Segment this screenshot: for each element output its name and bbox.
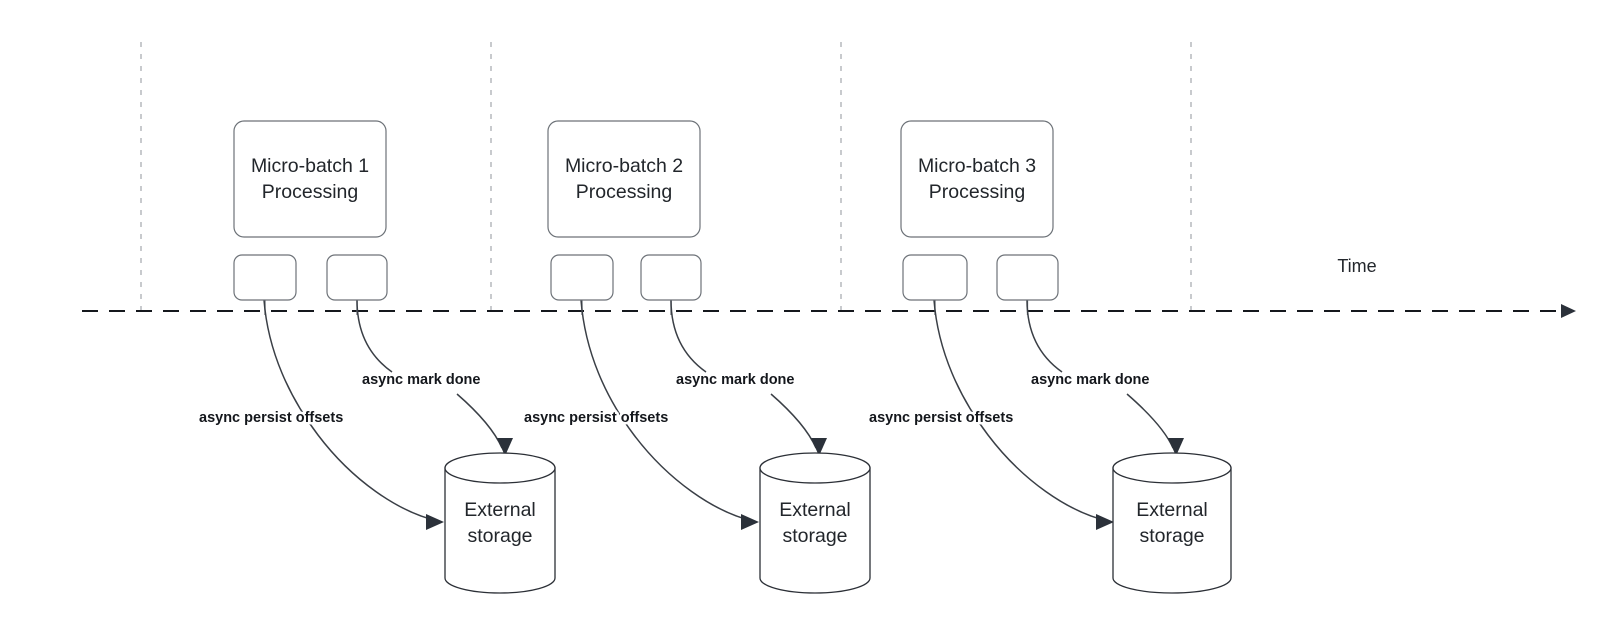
micro-batch-1-box[interactable] <box>233 120 387 238</box>
edge-mark-done-2-path2 <box>770 393 817 449</box>
edge-persist-offsets-3-label: async persist offsets <box>869 410 1013 426</box>
edge-persist-offsets-1-path <box>263 299 439 522</box>
micro-batch-3-label-line1: Micro-batch 3 <box>918 155 1036 177</box>
external-storage-2-body[interactable] <box>759 467 871 594</box>
time-axis-arrowhead <box>1561 304 1576 318</box>
task-slot-2b[interactable] <box>640 254 702 301</box>
external-storage-1-top <box>444 452 556 484</box>
lifelines-layer <box>140 42 1192 316</box>
time-axis-label: Time <box>1337 256 1376 276</box>
edge-mark-done-3-path <box>1026 299 1063 373</box>
external-storage-3-body[interactable] <box>1112 467 1232 594</box>
external-storage-2-label-line2: storage <box>782 525 847 547</box>
external-storage-1-label-line2: storage <box>467 525 532 547</box>
external-storage-3-label-line2: storage <box>1139 525 1204 547</box>
edge-persist-offsets-3-path <box>933 299 1109 522</box>
external-storage-2-label-line1: External <box>779 499 851 521</box>
edge-persist-offsets-1-arrowhead <box>426 514 444 530</box>
edges-layer <box>263 299 1184 530</box>
edge-persist-offsets-2-arrowhead <box>741 514 759 530</box>
micro-batch-1-label-line2: Processing <box>262 181 358 203</box>
edge-mark-done-2-path <box>670 299 707 373</box>
micro-batch-3-box[interactable] <box>900 120 1054 238</box>
task-slot-1b[interactable] <box>326 254 388 301</box>
timeline-layer: Time <box>82 256 1576 318</box>
task-slot-1a[interactable] <box>233 254 297 301</box>
micro-batch-2-label-line2: Processing <box>576 181 672 203</box>
micro-batch-3-label-line2: Processing <box>929 181 1025 203</box>
edge-mark-done-3-arrowhead <box>1168 438 1184 456</box>
edge-mark-done-2-label: async mark done <box>676 372 794 388</box>
task-slot-3b[interactable] <box>996 254 1059 301</box>
micro-batch-2-label-line1: Micro-batch 2 <box>565 155 683 177</box>
external-storage-3-top <box>1112 452 1232 484</box>
task-slot-3a[interactable] <box>902 254 968 301</box>
edge-labels-layer: async persist offsets async mark done asyn… <box>197 369 1152 428</box>
edge-persist-offsets-3-arrowhead <box>1096 514 1114 530</box>
edge-persist-offsets-2-path <box>580 299 754 522</box>
edge-mark-done-1-path2 <box>456 393 503 449</box>
edge-mark-done-2-arrowhead <box>811 438 827 456</box>
micro-batch-2-box[interactable] <box>547 120 701 238</box>
micro-batch-1-label-line1: Micro-batch 1 <box>251 155 369 177</box>
external-storage-3-label-line1: External <box>1136 499 1208 521</box>
edge-mark-done-1-arrowhead <box>497 438 513 456</box>
external-storage-1-label-line1: External <box>464 499 536 521</box>
edge-mark-done-3-path2 <box>1126 393 1174 449</box>
edge-mark-done-1-label: async mark done <box>362 372 480 388</box>
edge-mark-done-1-path <box>356 299 393 373</box>
edge-mark-done-3-label: async mark done <box>1031 372 1149 388</box>
task-slot-2a[interactable] <box>550 254 614 301</box>
edge-persist-offsets-1-label: async persist offsets <box>199 410 343 426</box>
external-storage-1-body[interactable] <box>444 467 556 594</box>
external-storage-2-top <box>759 452 871 484</box>
edge-persist-offsets-2-label: async persist offsets <box>524 410 668 426</box>
